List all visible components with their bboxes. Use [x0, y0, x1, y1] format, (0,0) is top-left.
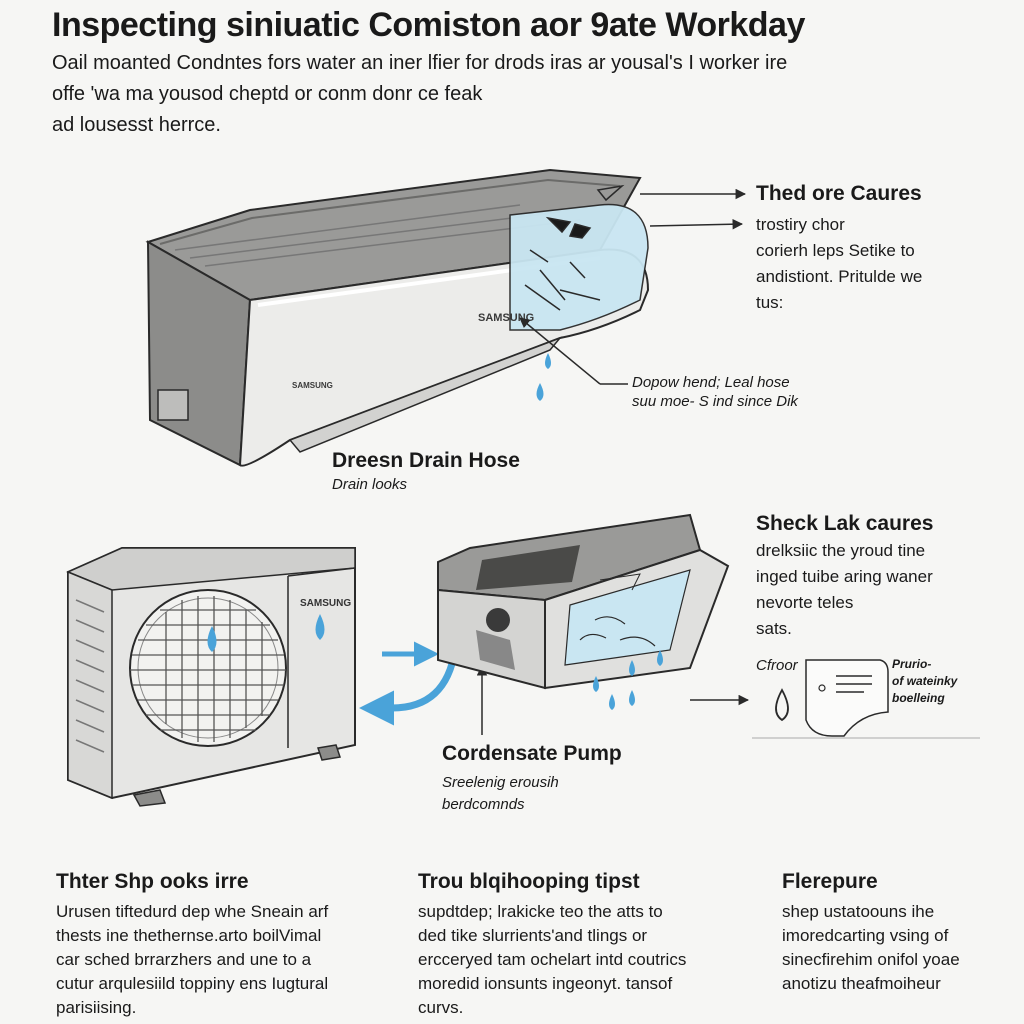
leak-causes-line: drelksiic the yroud tine — [756, 541, 926, 560]
drain-hose-heading: Dreesn Drain Hose — [332, 449, 520, 472]
outdoor-condenser-unit: SAMSUNG — [66, 547, 356, 807]
cfroor-note-line: boelleing — [892, 691, 945, 705]
page-title: Inspecting siniuatic Comiston aor 9ate W… — [52, 6, 805, 44]
column-line: imoredcarting vsing of — [782, 926, 949, 945]
pump-sub-line: Sreelenig erousih — [442, 774, 559, 791]
condensate-pump-box — [437, 513, 730, 710]
column-line: cutur arqulesiild toppiny ens Iugtural — [56, 974, 329, 993]
column-shop-looks: Thter Shp ooks irre Urusen tiftedurd dep… — [56, 870, 356, 1020]
column-line: shep ustatoouns ihe — [782, 902, 935, 921]
water-drop-icon — [207, 614, 325, 652]
pump-heading: Cordensate Pump — [442, 742, 622, 765]
drain-hose-callout: Dreesn Drain Hose Drain looks — [332, 449, 520, 494]
brand-logo: SAMSUNG — [300, 598, 351, 609]
column-line: curvs. — [418, 998, 464, 1017]
water-drop-icon — [536, 353, 551, 401]
hose-note-line: suu moe- S ind since Dik — [632, 393, 798, 410]
column-line: ded tike slurrients'and tlings or — [418, 926, 648, 945]
intro-line: ad lousesst herrce. — [52, 114, 221, 136]
column-line: parisiising. — [56, 998, 137, 1017]
column-line: car sched brrarzhers and une to a — [56, 950, 312, 969]
inset-illustration — [752, 659, 980, 739]
column-heading: Trou blqihooping tipst — [418, 870, 640, 893]
cfroor-text: Cfroor — [756, 657, 798, 674]
leak-causes-heading: Sheck Lak caures — [756, 512, 934, 535]
callout-arrow — [649, 218, 744, 230]
callout-arrow — [519, 317, 601, 385]
drain-hose-sub: Drain looks — [332, 476, 408, 493]
hose-note-line: Dopow hend; Leal hose — [632, 374, 790, 391]
column-line: thests ine thethernse.arto boilVimal — [56, 926, 322, 945]
column-line: Urusen tiftedurd dep whe Sneain arf — [56, 902, 329, 921]
column-line: supdtdep; lrakicke teo the atts to — [418, 902, 663, 921]
column-line: ercceryed tam ochelart intd coutrics — [418, 950, 687, 969]
cfroor-note-line: of wateinky — [892, 674, 958, 688]
leak-causes-callout: Sheck Lak caures drelksiic the yroud tin… — [756, 512, 933, 642]
column-flerepure: Flerepure shep ustatoouns ihe imoredcart… — [782, 870, 1012, 996]
causes-heading: Thed ore Caures — [756, 182, 922, 205]
water-drop-icon — [593, 650, 663, 710]
pump-sub-line: berdcomnds — [442, 796, 525, 813]
leak-causes-line: inged tuibe aring waner — [756, 567, 933, 586]
leak-causes-line: nevorte teles — [756, 593, 854, 612]
causes-line: corierh leps Setike to — [756, 241, 915, 260]
intro-line: offe 'wa ma yousod cheptd or conm donr c… — [52, 83, 483, 105]
cfroor-label: Cfroor — [756, 656, 798, 675]
intro-line: Oail moanted Condntes fors water an iner… — [52, 52, 788, 74]
cfroor-note: Prurio- of wateinky boelleing — [892, 656, 957, 707]
column-line: moredid ionsunts ingeonyt. tansof — [418, 974, 673, 993]
cfroor-note-line: Prurio- — [892, 657, 932, 671]
intro-text: Oail moanted Condntes fors water an iner… — [52, 48, 952, 141]
column-heading: Flerepure — [782, 870, 878, 893]
column-line: anotizu theafmoiheur — [782, 974, 941, 993]
causes-line: tus: — [756, 293, 784, 312]
column-heading: Thter Shp ooks irre — [56, 870, 249, 893]
column-troubleshooting: Trou blqihooping tipst supdtdep; lrakick… — [418, 870, 718, 1020]
leak-causes-line: sats. — [756, 619, 792, 638]
causes-line: trostiry chor — [756, 215, 845, 234]
hose-note-callout: Dopow hend; Leal hose suu moe- S ind sin… — [632, 373, 798, 411]
causes-line: andistiont. Pritulde we — [756, 267, 923, 286]
causes-callout: Thed ore Caures trostiry chor corierh le… — [756, 182, 922, 316]
indoor-ac-unit: SAMSUNG SAMSUNG — [145, 168, 650, 467]
pump-callout: Cordensate Pump Sreelenig erousih berdco… — [442, 742, 622, 816]
brand-logo: SAMSUNG — [292, 381, 333, 390]
column-line: sinecfirehim onifol yoae — [782, 950, 960, 969]
